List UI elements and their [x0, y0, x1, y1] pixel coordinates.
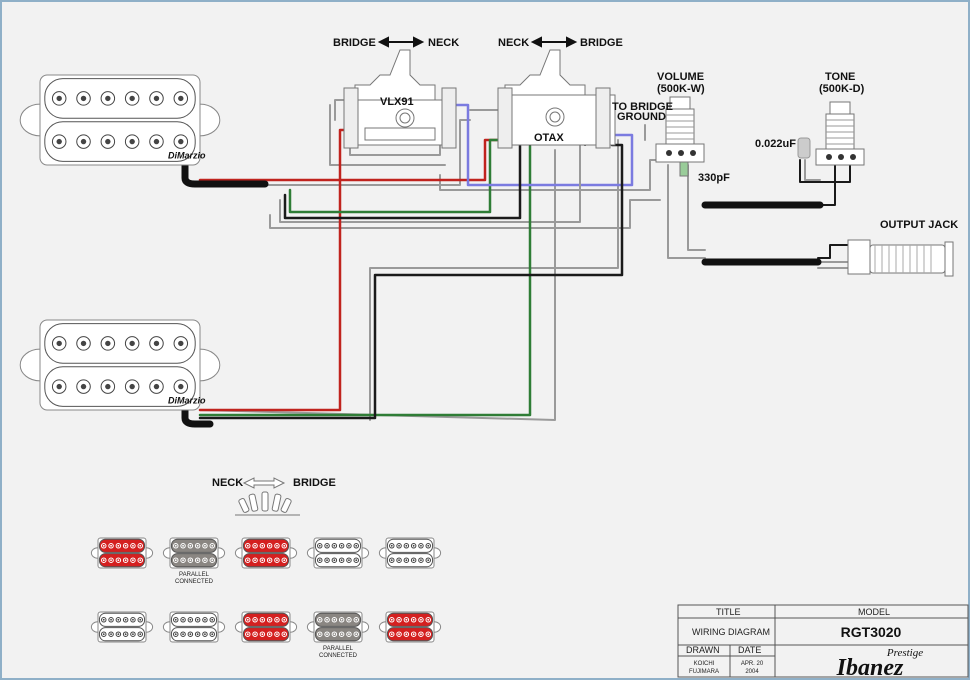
volume-pot[interactable] — [655, 96, 705, 177]
pickup-state-row2-2 — [162, 611, 226, 643]
parallel-label: PARALLEL — [323, 646, 354, 652]
pickup-state-row2-3 — [234, 611, 298, 643]
model-value: RGT3020 — [841, 624, 902, 640]
bridge-pickup: DiMarzio — [19, 319, 221, 411]
brand-logo: Ibanez — [836, 655, 904, 680]
volume-value: (500K-W) — [657, 83, 705, 95]
wires — [198, 99, 861, 421]
title-block — [677, 604, 969, 678]
tone-label: TONE — [825, 71, 855, 83]
drawn-header: DRAWN — [686, 645, 720, 655]
brand-sub-logo: Prestige — [886, 647, 923, 659]
switch-lever-positions-icon — [235, 491, 300, 516]
positions-neck-label: NECK — [212, 477, 243, 489]
date-header: DATE — [738, 645, 761, 655]
pickup-selector-switch[interactable]: VLX91 — [343, 49, 457, 149]
pickup-state-row2-4 — [306, 611, 370, 643]
pickup-state-row2-1 — [90, 611, 154, 643]
tone-cap-label: 0.022uF — [755, 138, 796, 150]
switch2-neck-label: NECK — [498, 37, 529, 49]
connected-label: CONNECTED — [175, 579, 214, 585]
pickup-state-row2-5 — [378, 611, 442, 643]
pickup-state-row1-3 — [234, 537, 298, 569]
ground-label-2: GROUND — [617, 111, 666, 123]
title-value: WIRING DIAGRAM — [692, 627, 770, 637]
capacitor-0022uf — [797, 137, 811, 159]
pickup-brand-logo: DiMarzio — [168, 396, 206, 406]
title-header: TITLE — [716, 607, 741, 617]
pickup-state-row1-1 — [90, 537, 154, 569]
parallel-label: PARALLEL — [179, 572, 210, 578]
switch1-name: VLX91 — [380, 96, 414, 108]
connected-label: CONNECTED — [319, 653, 358, 659]
pickup-state-row1-2 — [162, 537, 226, 569]
output-jack[interactable] — [847, 239, 954, 277]
switch2-bridge-label: BRIDGE — [580, 37, 623, 49]
switch1-bridge-label: BRIDGE — [333, 37, 376, 49]
date-2: 2004 — [745, 669, 759, 675]
drawn-name-1: KOICHI — [694, 661, 715, 667]
pickup-state-row1-5 — [378, 537, 442, 569]
output-jack-label: OUTPUT JACK — [880, 219, 958, 231]
coil-tap-switch[interactable]: OTAX — [497, 49, 616, 149]
drawn-name-2: FUJIMARA — [689, 669, 719, 675]
pickup-state-row1-4 — [306, 537, 370, 569]
pickup-brand-logo: DiMarzio — [168, 151, 206, 161]
neck-pickup: DiMarzio — [19, 74, 221, 166]
double-arrow-icon — [242, 477, 286, 489]
shielded-cables — [181, 161, 824, 428]
ground-label-1: TO BRIDGE — [612, 101, 673, 113]
switch2-name: OTAX — [534, 132, 564, 144]
tone-pot[interactable] — [797, 101, 865, 166]
tone-value: (500K-D) — [819, 83, 865, 95]
switch1-neck-label: NECK — [428, 37, 459, 49]
volume-cap-label: 330pF — [698, 172, 730, 184]
model-header: MODEL — [858, 607, 890, 617]
volume-label: VOLUME — [657, 71, 704, 83]
positions-bridge-label: BRIDGE — [293, 477, 336, 489]
date-1: APR. 20 — [741, 661, 764, 667]
capacitor-330pf — [679, 161, 689, 177]
double-arrow-icon — [377, 36, 425, 48]
double-arrow-icon — [530, 36, 578, 48]
